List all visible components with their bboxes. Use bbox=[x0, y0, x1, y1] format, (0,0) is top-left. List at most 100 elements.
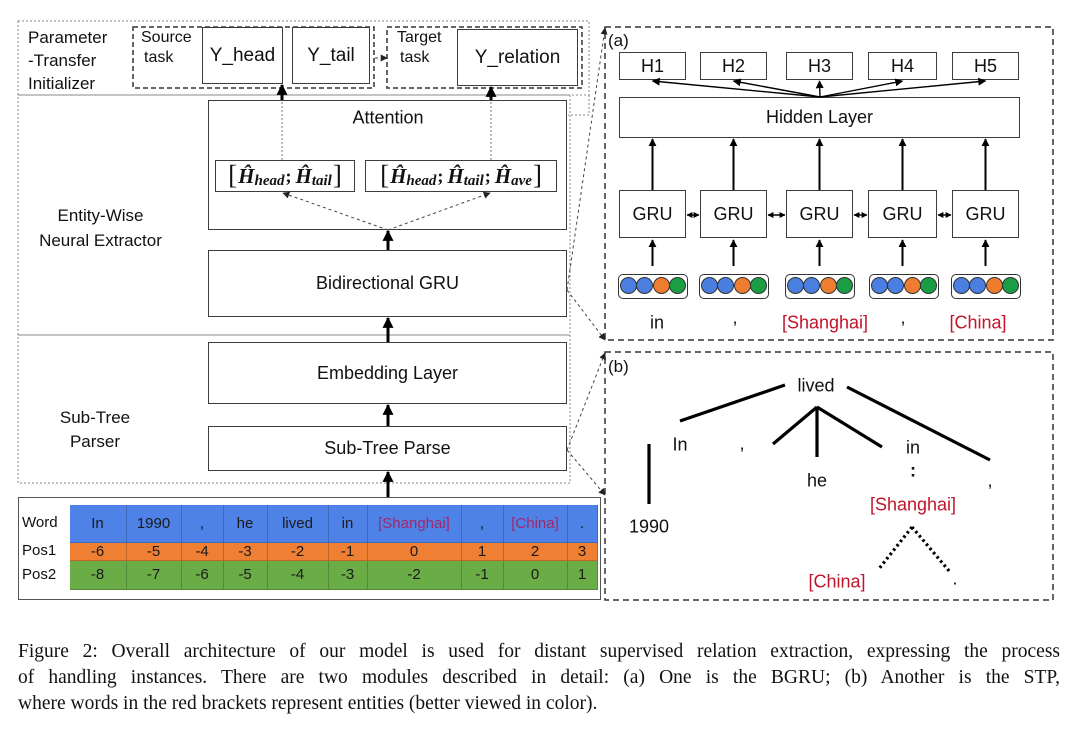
tree-node-china: [China] bbox=[808, 571, 866, 592]
row-label-pos1: Pos1 bbox=[22, 542, 57, 559]
word-cell: [Shanghai] bbox=[367, 504, 462, 543]
hidden-state-symbol: Ĥ bbox=[390, 163, 407, 188]
word-embedding-vector bbox=[869, 274, 939, 299]
y-tail-label: Y_tail bbox=[307, 44, 355, 66]
y-relation-box: Y_relation bbox=[457, 29, 578, 86]
caption-line: Figure 2: Overall architecture of our mo… bbox=[18, 641, 1060, 662]
embedding-dimension-dot bbox=[636, 277, 654, 294]
pos2-cell: -4 bbox=[267, 560, 329, 590]
source-task-label: Source task bbox=[141, 28, 192, 68]
word-cell: he bbox=[223, 504, 268, 543]
separator: ; bbox=[484, 165, 491, 186]
pos2-cell: -2 bbox=[367, 560, 462, 590]
word-embedding-vector bbox=[618, 274, 688, 299]
panel-b-label: (b) bbox=[608, 357, 629, 376]
word-cell: , bbox=[181, 504, 224, 543]
tree-node-comma1: , bbox=[739, 433, 745, 454]
embedding-dimension-dot bbox=[786, 277, 804, 294]
pos1-cell: -4 bbox=[181, 542, 224, 561]
label-line: Target bbox=[397, 29, 442, 46]
architecture-diagram: Parameter -Transfer Initializer Source t… bbox=[17, 20, 1054, 601]
pos1-cell: -2 bbox=[267, 542, 329, 561]
hidden-state-symbol: Ĥ bbox=[494, 163, 512, 188]
figure-caption: Figure 2: Overall architecture of our mo… bbox=[18, 639, 1060, 717]
embedding-dimension-dot bbox=[870, 277, 888, 294]
hidden-state-subscript: ave bbox=[511, 172, 532, 189]
panel-b-frame bbox=[604, 351, 1054, 601]
tree-node-comma2: , bbox=[987, 470, 993, 491]
close-bracket: ] bbox=[332, 159, 342, 190]
word-cell: . bbox=[567, 504, 598, 543]
word-embedding-vector bbox=[699, 274, 769, 299]
entity-wise-extractor-label: Entity-Wise Neural Extractor bbox=[28, 203, 173, 253]
embedding-dimension-dot bbox=[887, 277, 905, 294]
word-embedding-vector bbox=[951, 274, 1021, 299]
embedding-dimension-dot bbox=[920, 277, 938, 294]
hidden-state-subscript: head bbox=[406, 172, 437, 189]
y-tail-box: Y_tail bbox=[292, 27, 370, 84]
output-box: H2 bbox=[700, 52, 767, 80]
pos1-cell: -5 bbox=[126, 542, 182, 561]
gru-cell-label: GRU bbox=[632, 203, 673, 224]
pos1-cell: 1 bbox=[461, 542, 504, 561]
label-line: Neural Extractor bbox=[39, 231, 162, 250]
output-box: H5 bbox=[952, 52, 1019, 80]
label-line: Sub-Tree bbox=[59, 408, 131, 427]
embedding-dimension-dot bbox=[985, 277, 1003, 294]
output-label: H1 bbox=[640, 55, 664, 76]
open-bracket: [ bbox=[228, 159, 238, 190]
hidden-state-symbol: Ĥ bbox=[447, 163, 464, 188]
gru-cell-label: GRU bbox=[799, 203, 840, 224]
token-label: in bbox=[649, 312, 665, 333]
parameter-transfer-label: Parameter -Transfer Initializer bbox=[28, 26, 107, 95]
embedding-dimension-dot bbox=[750, 277, 768, 294]
separator: ; bbox=[437, 165, 444, 186]
word-cell: [China] bbox=[503, 504, 568, 543]
pos2-cell: 1 bbox=[567, 560, 598, 590]
word-embedding-vector bbox=[785, 274, 855, 299]
pos2-cell: -3 bbox=[328, 560, 368, 590]
tree-node-colon: : bbox=[910, 460, 916, 481]
label-line: Entity-Wise bbox=[57, 206, 144, 225]
tree-node-shanghai: [Shanghai] bbox=[869, 494, 957, 515]
output-box: H3 bbox=[786, 52, 853, 80]
hidden-state-subscript: head bbox=[254, 172, 285, 189]
embedding-dimension-dot bbox=[700, 277, 718, 294]
embedding-dimension-dot bbox=[1002, 277, 1020, 294]
close-bracket: ] bbox=[532, 159, 542, 190]
tree-node-in: In bbox=[672, 434, 688, 455]
label-line: Source bbox=[141, 29, 192, 46]
embedding-dimension-dot bbox=[803, 277, 821, 294]
output-label: H3 bbox=[807, 55, 831, 76]
embedding-dimension-dot bbox=[952, 277, 970, 294]
pos1-cell: 0 bbox=[367, 542, 462, 561]
pos2-cell: -1 bbox=[461, 560, 504, 590]
token-label: , bbox=[732, 307, 738, 328]
embedding-layer-box: Embedding Layer bbox=[208, 342, 567, 404]
label-line: Parser bbox=[69, 432, 121, 451]
tree-node-in: in bbox=[905, 437, 921, 458]
sub-tree-parse-box: Sub-Tree Parse bbox=[208, 426, 567, 471]
caption-line: of handling instances. There are two mod… bbox=[18, 667, 1060, 688]
hidden-state-subscript: tail bbox=[311, 172, 332, 189]
pos2-cell: -8 bbox=[69, 560, 127, 590]
region-connector-tab bbox=[568, 95, 590, 116]
hidden-state-subscript: tail bbox=[463, 172, 484, 189]
word-cell: in bbox=[328, 504, 368, 543]
caption-line: where words in the red brackets represen… bbox=[18, 693, 598, 714]
word-cell: , bbox=[461, 504, 504, 543]
separator: ; bbox=[285, 165, 292, 186]
pos2-cell: 0 bbox=[503, 560, 568, 590]
output-label: H4 bbox=[890, 55, 914, 76]
embedding-dimension-dot bbox=[652, 277, 670, 294]
attention-label: Attention bbox=[352, 107, 424, 128]
gru-cell-box: GRU bbox=[952, 190, 1019, 238]
row-label-word: Word bbox=[22, 514, 58, 531]
hidden-layer-box: Hidden Layer bbox=[619, 97, 1020, 138]
pos2-cell: -6 bbox=[181, 560, 224, 590]
gru-cell-label: GRU bbox=[965, 203, 1006, 224]
bidirectional-gru-label: Bidirectional GRU bbox=[315, 273, 460, 293]
